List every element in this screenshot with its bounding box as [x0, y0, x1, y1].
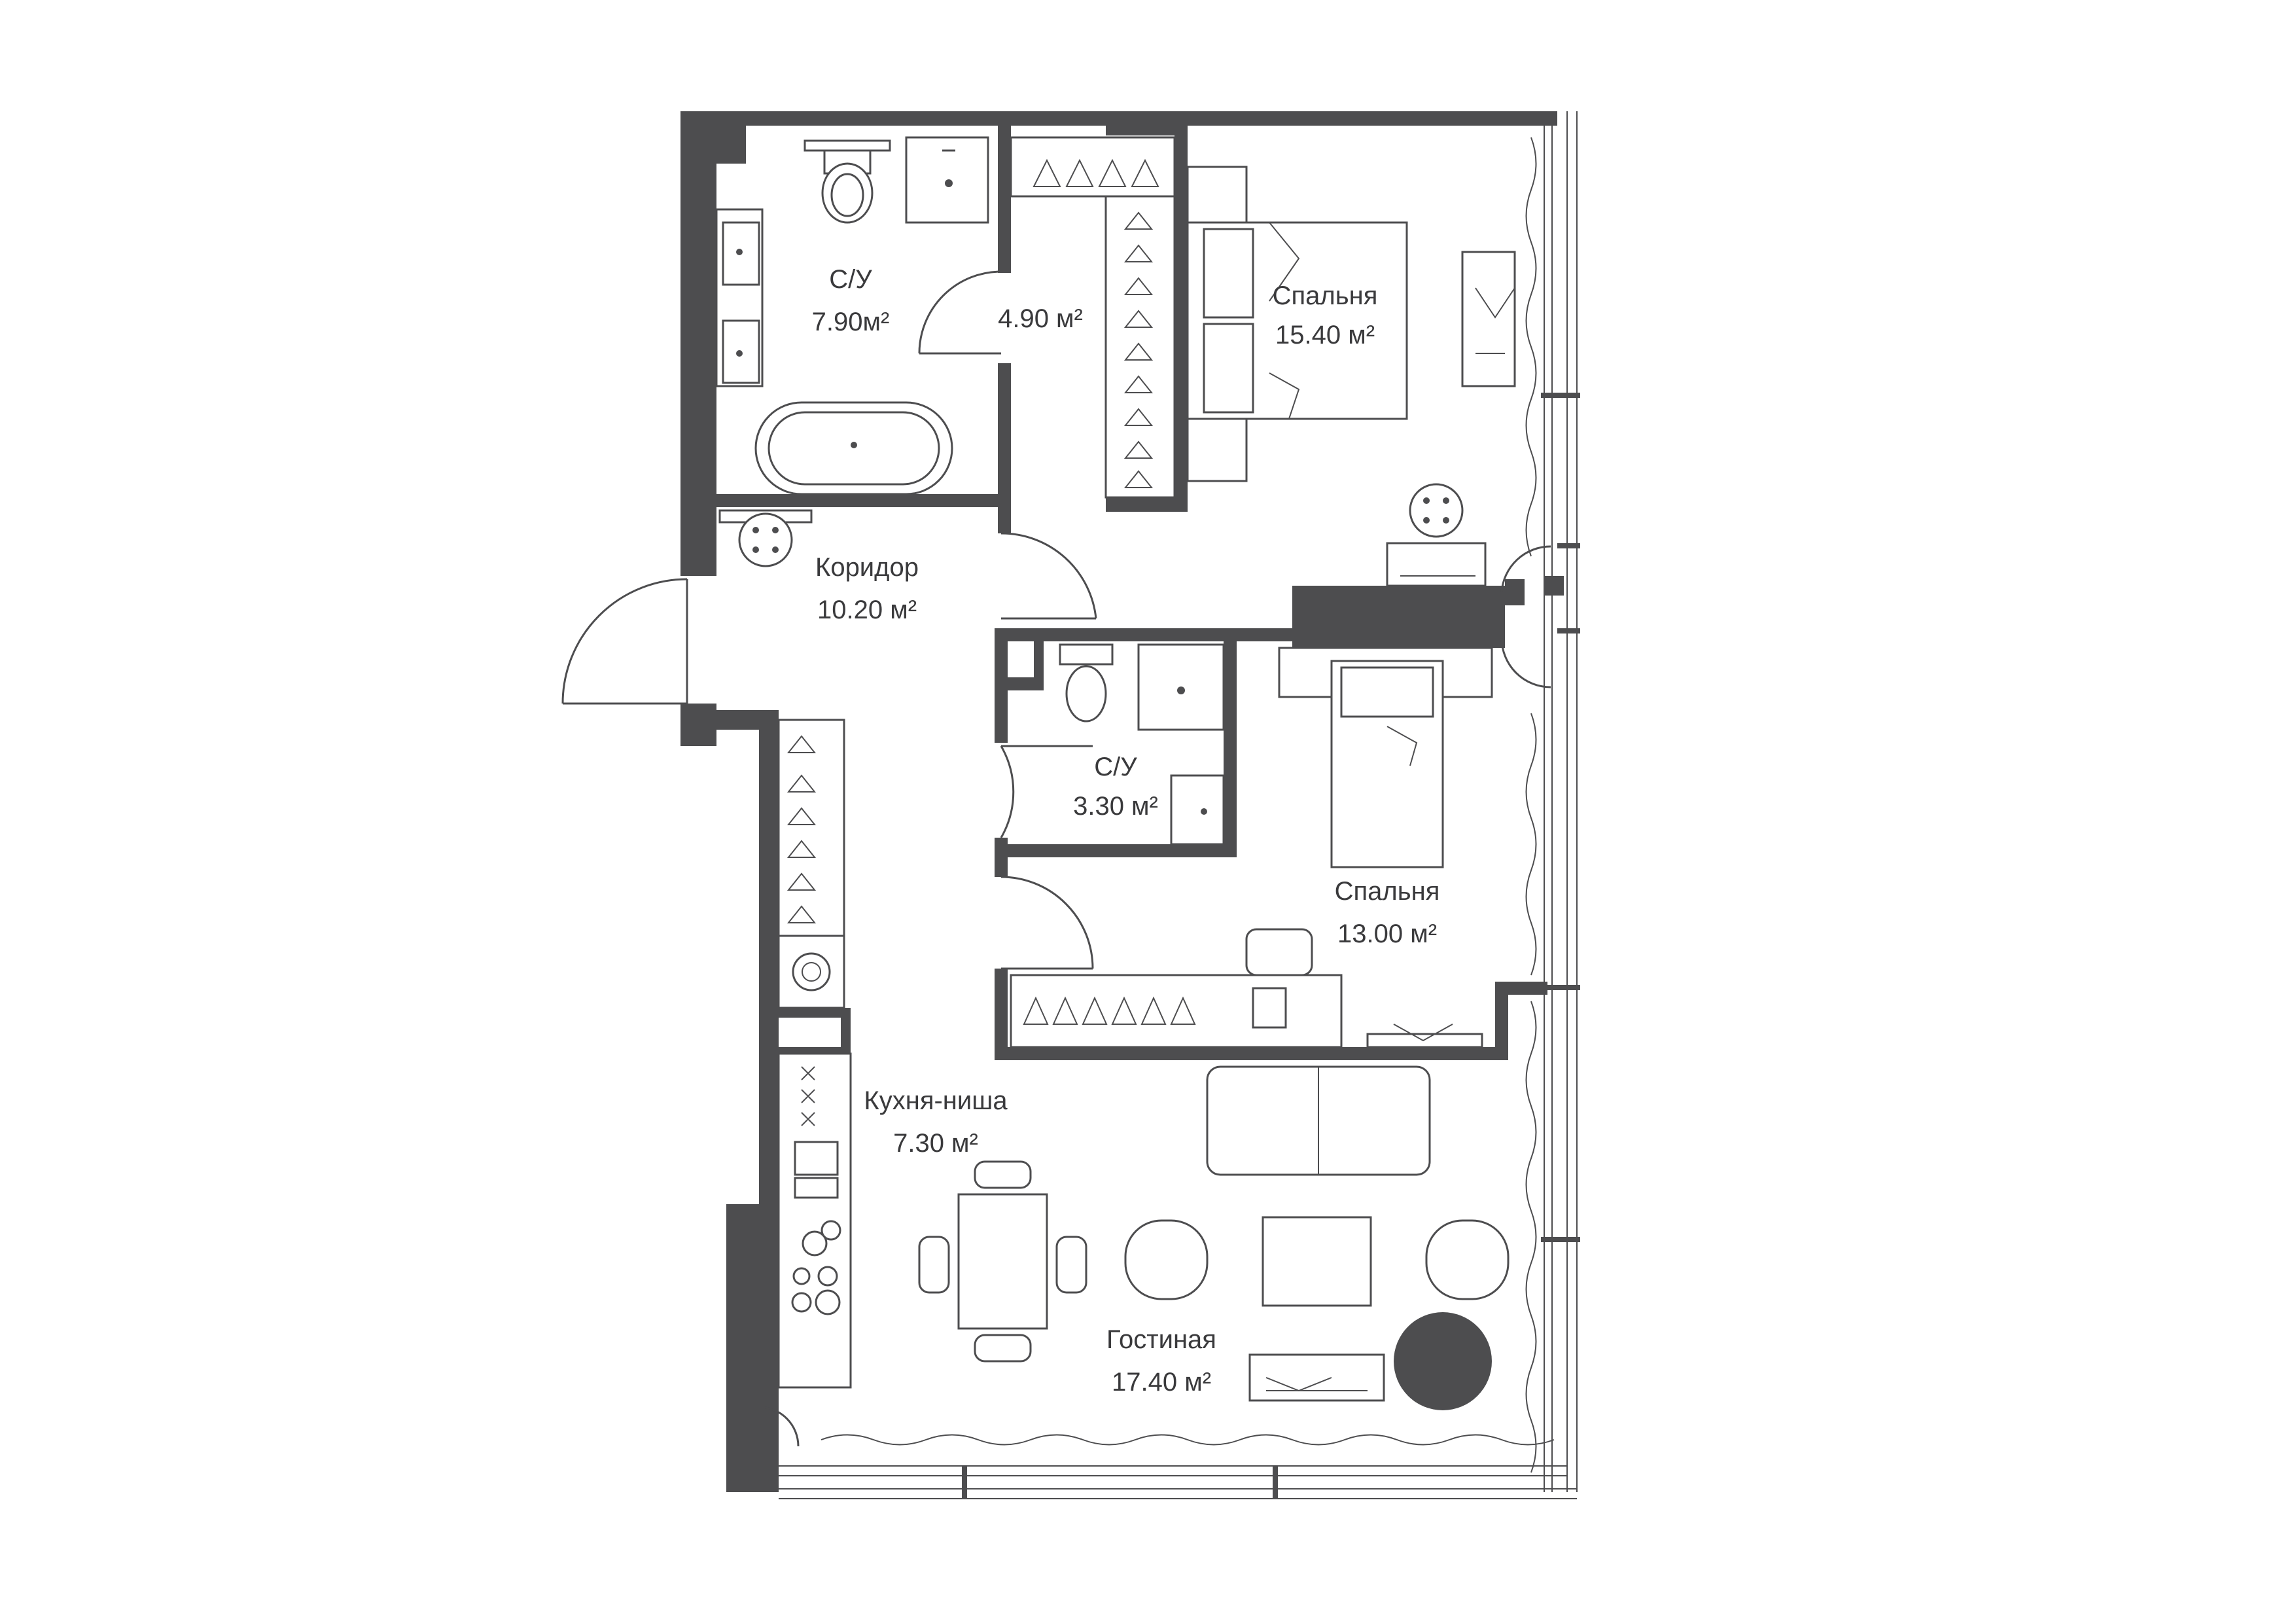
room-labels: С/У 7.90м² 4.90 м² Спальня 15.40 м² Кори… — [812, 265, 1440, 1397]
door-swing-icon[interactable] — [758, 1406, 800, 1447]
corridor-furniture — [718, 509, 845, 1009]
living-furniture — [918, 1065, 1510, 1410]
desk-icon — [1010, 928, 1343, 1048]
toilet-icon — [1059, 643, 1114, 722]
stool-icon — [718, 509, 813, 567]
bath1-fixtures — [715, 136, 989, 495]
stove-icon — [801, 1066, 815, 1126]
sofa-icon — [1206, 1065, 1431, 1176]
tv-icon — [1461, 251, 1516, 387]
room-name-bath1: С/У — [829, 265, 872, 294]
room-area-bath2: 3.30 м² — [1073, 792, 1158, 821]
stove-icon — [791, 1220, 841, 1315]
hanger-icon — [786, 735, 817, 923]
bedroom2-furniture — [1010, 647, 1493, 1048]
sink-icon — [794, 1141, 839, 1199]
tv-icon — [1248, 1353, 1385, 1402]
room-name-bedroom2: Спальня — [1335, 877, 1440, 906]
tv-icon — [1366, 1024, 1483, 1048]
room-name-corridor: Коридор — [815, 553, 919, 582]
door-swing-icon[interactable] — [1500, 545, 1551, 688]
room-area-bedroom1: 15.40 м² — [1275, 321, 1375, 349]
kitchen-furniture — [777, 1052, 852, 1389]
sink-icon — [1170, 774, 1225, 846]
room-area-living: 17.40 м² — [1112, 1368, 1211, 1397]
bed-icon — [1330, 660, 1444, 868]
bathtub-icon — [754, 401, 953, 495]
armchair-icon — [1124, 1219, 1510, 1300]
sink-icon — [715, 208, 764, 387]
door-swing-icon[interactable] — [561, 578, 688, 705]
bedroom1-furniture — [1186, 166, 1516, 587]
sink-icon — [1137, 643, 1225, 731]
room-area-bedroom2: 13.00 м² — [1337, 919, 1437, 948]
room-area-bath1: 7.90м² — [812, 308, 890, 336]
door-swing-icon[interactable] — [1000, 745, 1093, 838]
door-swing-icon[interactable] — [918, 270, 1002, 355]
closet-shelves — [1010, 136, 1176, 499]
facade-windows — [779, 111, 1580, 1499]
hanger-icon — [1033, 158, 1159, 488]
room-name-kitchen: Кухня-ниша — [864, 1086, 1008, 1115]
room-name-bath2: С/У — [1094, 753, 1137, 781]
dining-table-icon — [918, 1160, 1087, 1363]
sink-icon — [905, 136, 989, 224]
room-area-closet: 4.90 м² — [998, 304, 1083, 333]
door-swing-icon[interactable] — [1000, 532, 1097, 620]
stool-icon — [1409, 483, 1464, 538]
room-area-corridor: 10.20 м² — [817, 596, 917, 624]
toilet-icon — [804, 139, 891, 224]
washing-machine-icon — [777, 935, 845, 1009]
doors — [561, 270, 1551, 1447]
bed-icon — [1186, 221, 1408, 420]
walls — [680, 111, 1564, 1492]
hanger-icon — [1023, 996, 1196, 1025]
room-name-bedroom1: Спальня — [1273, 281, 1378, 310]
bath2-fixtures — [1059, 643, 1225, 846]
room-name-living: Гостиная — [1106, 1325, 1216, 1354]
room-area-kitchen: 7.30 м² — [893, 1129, 978, 1158]
door-swing-icon[interactable] — [1000, 876, 1094, 970]
